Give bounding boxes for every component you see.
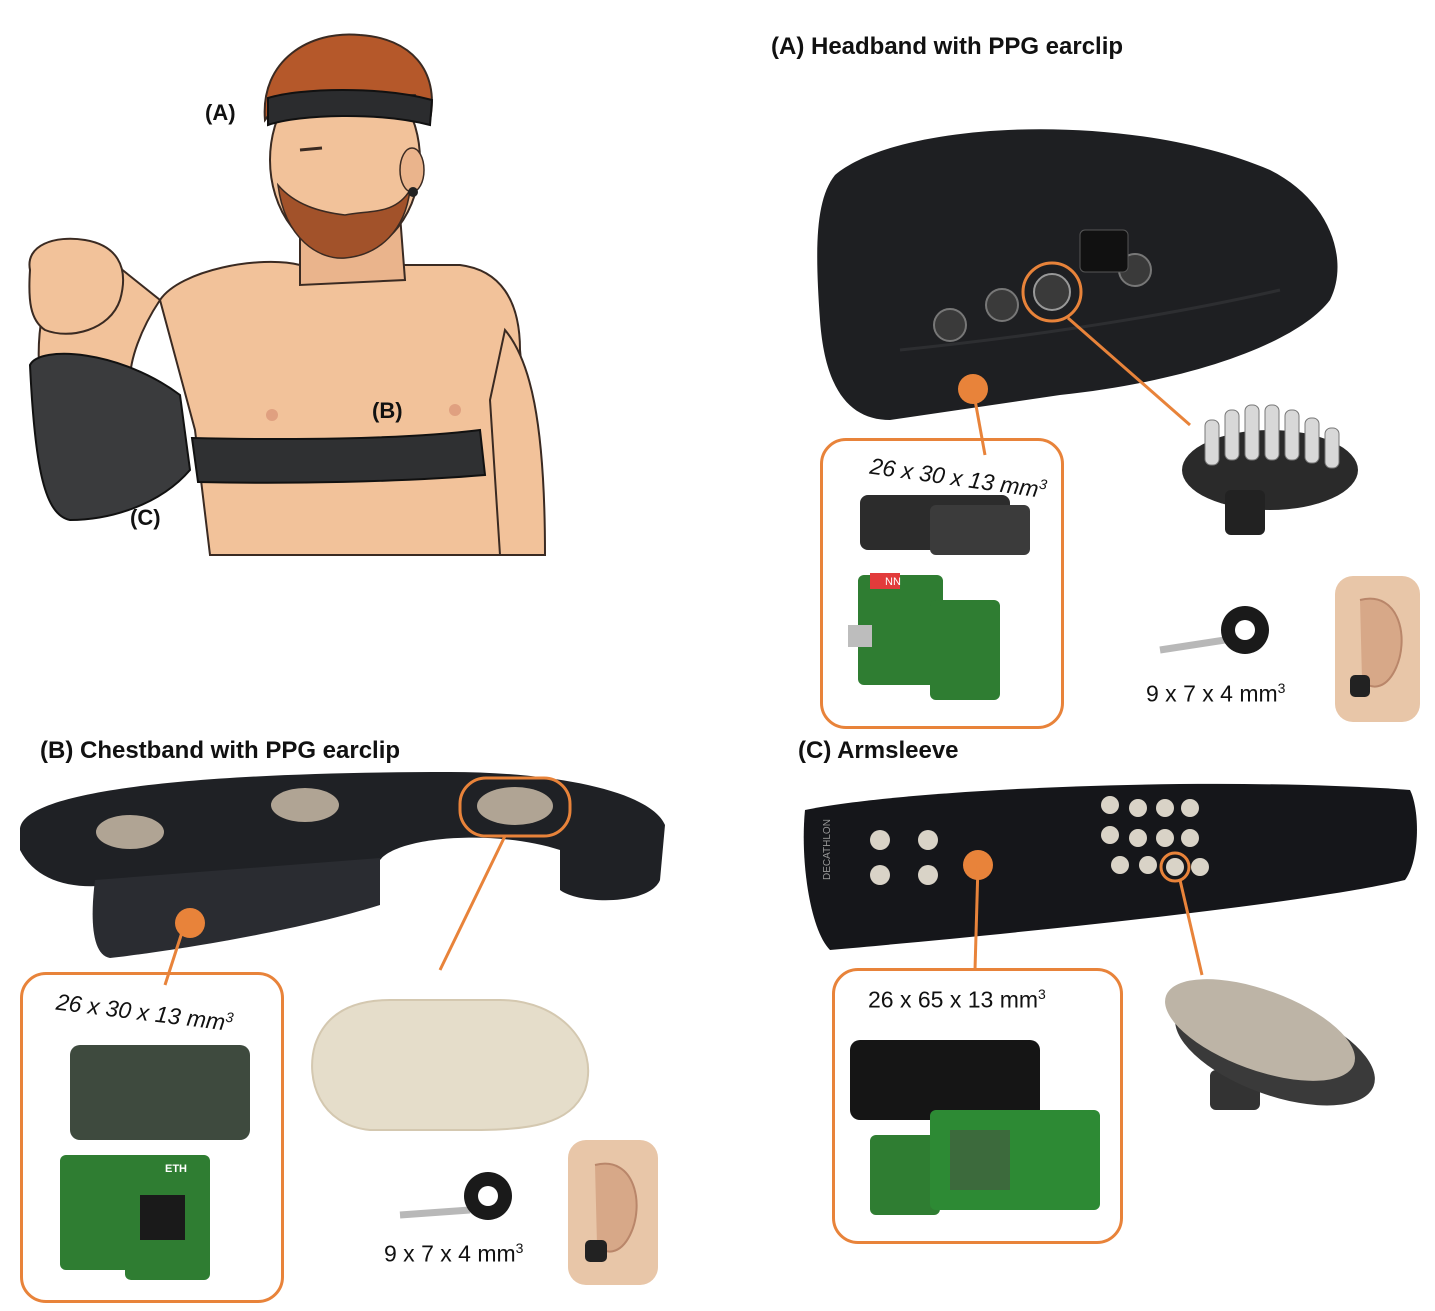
sleeve-brand: DECATHLON [822, 819, 833, 880]
module-box-c [832, 968, 1123, 1244]
module-dim-c: 26 x 65 x 13 mm3 [868, 986, 1046, 1013]
textile-electrode-photo [311, 999, 590, 1131]
label-b: (B) [372, 398, 403, 423]
pcb-text-b: ETH [165, 1163, 187, 1175]
earclip-dim-b: 9 x 7 x 4 mm3 [384, 1240, 524, 1267]
panel-c-title: (C) Armsleeve [798, 737, 959, 764]
headband-photo [817, 129, 1338, 420]
pcb-brand-a: NN [885, 576, 901, 588]
panel-a-title: (A) Headband with PPG earclip [771, 33, 1124, 60]
label-c: (C) [130, 505, 161, 530]
module-photo-c [850, 1040, 1100, 1215]
module-box-b [20, 972, 284, 1303]
earclip-dim-a: 9 x 7 x 4 mm3 [1146, 680, 1286, 707]
chestband-photo [20, 772, 665, 958]
chest-electrode-callout [458, 776, 572, 838]
armsleeve-photo [803, 783, 1417, 950]
man-illustration [28, 33, 547, 556]
earclip-photo-a [1159, 606, 1269, 654]
chest-module-callout-dot [175, 908, 205, 938]
ear-photo-a [1335, 576, 1420, 722]
sleeve-electrode-callout [1159, 851, 1191, 883]
module-photo-a [848, 495, 1030, 700]
panel-b-title: (B) Chestband with PPG earclip [40, 737, 401, 764]
label-a: (A) [205, 100, 236, 125]
module-photo-b [60, 1045, 250, 1280]
earclip-photo-b [399, 1172, 512, 1220]
dry-electrode-photo [1182, 404, 1358, 535]
ear-photo-b [568, 1140, 658, 1285]
module-box-a [820, 438, 1064, 729]
disk-electrode-photo [1165, 979, 1375, 1110]
electrode-callout-ring [1021, 261, 1083, 323]
